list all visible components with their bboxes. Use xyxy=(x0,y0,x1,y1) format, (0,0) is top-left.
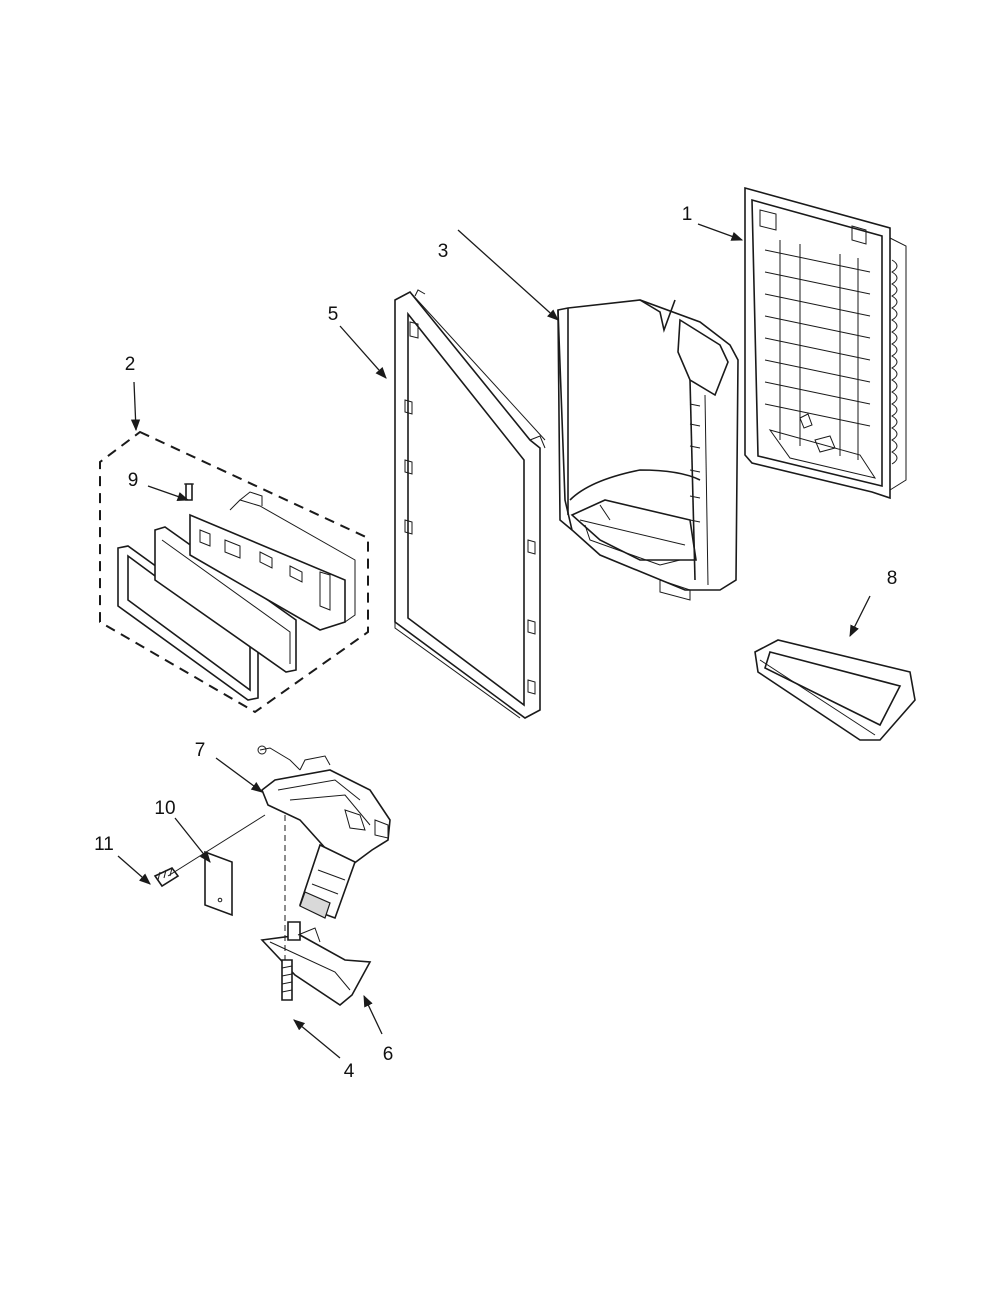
leader-4 xyxy=(293,1019,341,1059)
part-3-ice-bucket-housing xyxy=(557,299,739,601)
leader-6 xyxy=(363,994,383,1035)
leader-9 xyxy=(147,485,190,501)
leader-11 xyxy=(117,855,151,885)
leader-5 xyxy=(339,325,387,379)
leader-2 xyxy=(130,381,141,432)
leader-7 xyxy=(215,757,263,793)
part-label-11: 11 xyxy=(94,834,114,855)
part-label-9: 9 xyxy=(128,470,139,491)
leader-1 xyxy=(697,223,744,241)
part-11-screw xyxy=(153,866,180,888)
part-label-3: 3 xyxy=(438,241,449,262)
alignment-guide xyxy=(167,814,266,877)
part-label-10: 10 xyxy=(154,798,175,819)
part-4-screw xyxy=(281,959,293,1001)
part-label-7: 7 xyxy=(195,740,206,761)
part-8-drip-tray xyxy=(754,639,916,741)
leader-8 xyxy=(849,595,871,638)
part-5-door-frame xyxy=(394,289,546,719)
part-label-6: 6 xyxy=(383,1044,394,1065)
part-label-5: 5 xyxy=(328,304,339,325)
part-label-4: 4 xyxy=(344,1061,355,1082)
part-10-plate xyxy=(204,850,233,917)
leader-3 xyxy=(457,229,559,321)
part-2-control-panel-assembly xyxy=(99,430,369,714)
part-1-liner-panel xyxy=(744,186,907,500)
part-7-dispenser-actuator xyxy=(257,745,391,920)
part-label-2: 2 xyxy=(125,354,136,375)
part-label-1: 1 xyxy=(682,204,693,225)
part-label-8: 8 xyxy=(887,568,898,589)
leader-lines xyxy=(117,223,871,1059)
leader-10 xyxy=(174,817,211,863)
part-6-lower-bracket xyxy=(260,921,372,1006)
